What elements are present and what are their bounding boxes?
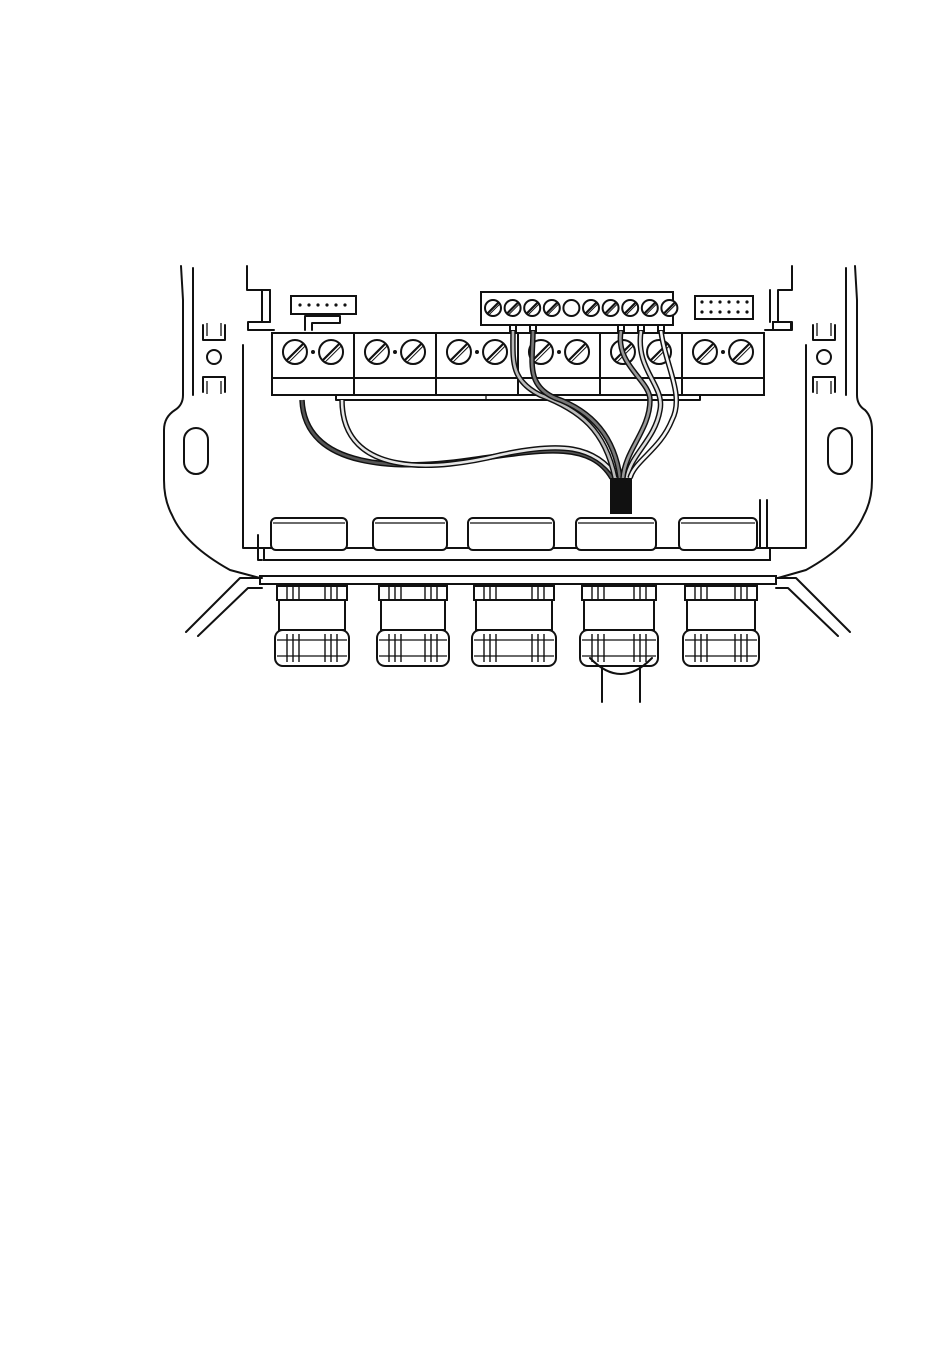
header-pin	[700, 310, 703, 313]
gland-locknut	[468, 518, 554, 550]
header-connector-left	[291, 296, 356, 330]
power-terminal-screw	[401, 340, 425, 364]
cable-gland	[683, 586, 759, 666]
small-terminal-screw	[642, 300, 658, 316]
header-pin	[709, 300, 712, 303]
small-terminal-screw	[661, 300, 677, 316]
gland-locknut	[271, 518, 347, 550]
gland-locknut	[373, 518, 447, 550]
small-terminal-screw	[622, 300, 638, 316]
terminal-link-dot	[557, 350, 561, 354]
header-pin	[718, 300, 721, 303]
header-pin	[325, 303, 328, 306]
gland-locknut	[679, 518, 757, 550]
small-terminal-screw	[603, 300, 619, 316]
empty-terminal	[563, 300, 579, 316]
header-pin	[727, 300, 730, 303]
enclosure-left-flange	[164, 266, 260, 578]
small-terminal-screw	[485, 300, 501, 316]
small-terminal-screw	[544, 300, 560, 316]
header-pin	[745, 300, 748, 303]
header-pin	[736, 310, 739, 313]
power-terminal-screw	[447, 340, 471, 364]
header-pin	[334, 303, 337, 306]
power-terminal-block	[272, 333, 764, 400]
cable-glands	[275, 586, 759, 666]
header-pin	[736, 300, 739, 303]
header-pin	[727, 310, 730, 313]
cable-gland	[275, 586, 349, 666]
power-terminal-screw	[693, 340, 717, 364]
small-terminal-screw	[505, 300, 521, 316]
header-connector-right	[695, 296, 753, 319]
cable-gland	[377, 586, 449, 666]
cable-gland	[472, 586, 556, 666]
power-terminal-screw	[729, 340, 753, 364]
small-terminal-screw	[524, 300, 540, 316]
header-pin	[316, 303, 319, 306]
header-pin	[343, 303, 346, 306]
header-pin	[700, 300, 703, 303]
terminal-link-dot	[311, 350, 315, 354]
power-terminal-screw	[283, 340, 307, 364]
power-terminal-screw	[365, 340, 389, 364]
power-terminal-screw	[319, 340, 343, 364]
power-terminal-screw	[483, 340, 507, 364]
header-pin	[709, 310, 712, 313]
gland-locknut	[576, 518, 656, 550]
terminal-link-dot	[393, 350, 397, 354]
small-terminal-screw	[583, 300, 599, 316]
latch-right-icon	[813, 323, 835, 394]
terminal-link-dot	[475, 350, 479, 354]
cable-gland	[580, 586, 658, 666]
header-pin	[718, 310, 721, 313]
terminal-link-dot	[721, 350, 725, 354]
header-pin	[298, 303, 301, 306]
power-terminal-screw	[565, 340, 589, 364]
signal-cable-sheath	[610, 478, 632, 514]
latch-left-icon	[203, 323, 225, 394]
signal-terminal-strip	[481, 292, 677, 331]
gland-locknuts	[271, 518, 757, 550]
enclosure-right-flange	[778, 266, 872, 578]
header-pin	[745, 310, 748, 313]
header-pin	[307, 303, 310, 306]
